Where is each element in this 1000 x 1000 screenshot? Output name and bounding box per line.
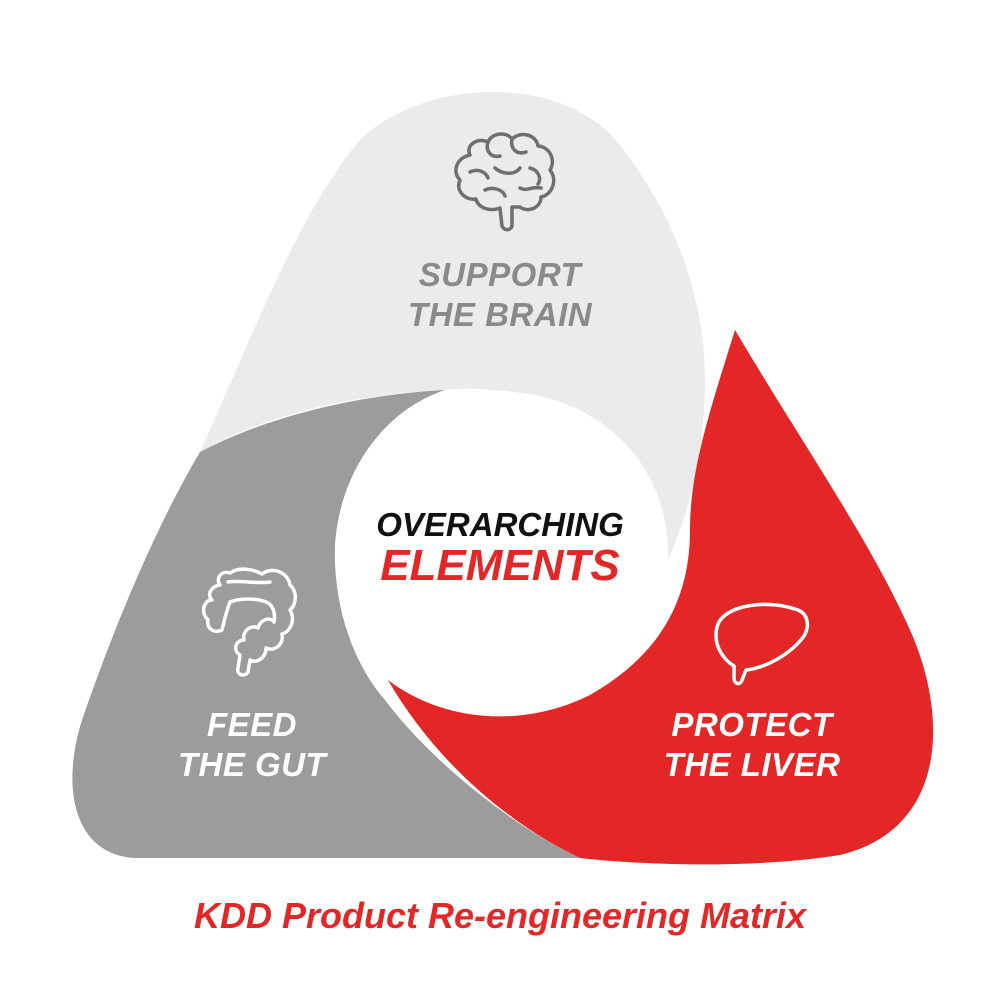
liver-label-line2: THE LIVER <box>664 746 841 783</box>
liver-segment <box>388 330 934 865</box>
brain-label-line2: THE BRAIN <box>408 296 593 333</box>
gut-label-line2: THE GUT <box>178 746 329 783</box>
liver-icon <box>714 602 810 686</box>
center-title-line1: OVERARCHING <box>376 506 624 543</box>
liver-label-line1: PROTECT <box>671 706 835 743</box>
intestine-icon <box>201 567 297 677</box>
brain-segment <box>200 91 705 560</box>
gut-segment <box>72 390 580 858</box>
brain-label-line1: SUPPORT <box>419 256 584 293</box>
center-title-line2: ELEMENTS <box>380 541 620 590</box>
gut-label-line1: FEED <box>207 706 297 743</box>
footer-title: KDD Product Re-engineering Matrix <box>194 895 808 936</box>
brain-icon <box>454 132 556 232</box>
